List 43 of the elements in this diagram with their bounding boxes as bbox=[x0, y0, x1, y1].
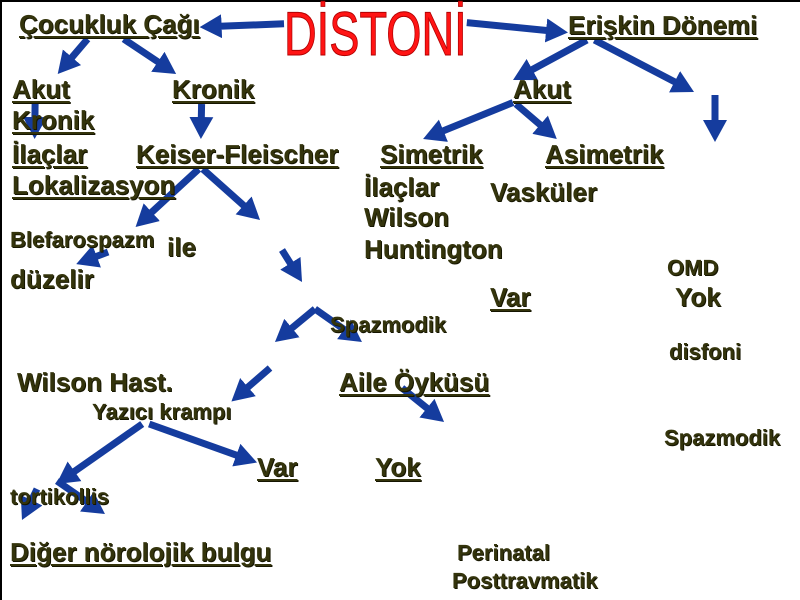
arrow bbox=[56, 421, 144, 484]
arrow bbox=[466, 18, 568, 42]
arrow bbox=[423, 99, 514, 142]
term-text: Perinatal bbox=[457, 540, 550, 565]
arrow bbox=[76, 245, 110, 268]
arrow bbox=[122, 36, 176, 74]
arrow bbox=[200, 166, 260, 220]
term-text: Vasküler bbox=[490, 177, 597, 207]
underlined-term: Erişkin Dönemi bbox=[568, 10, 758, 40]
underlined-term: İlaçlar bbox=[12, 139, 88, 169]
underlined-term: Kronik bbox=[172, 74, 254, 104]
underlined-term: Akut bbox=[12, 74, 70, 104]
underlined-term: Var bbox=[490, 282, 530, 312]
term-text: Yazıcı krampı bbox=[92, 399, 232, 424]
arrow bbox=[514, 101, 557, 139]
term-text: disfoni bbox=[669, 339, 742, 364]
arrow bbox=[148, 420, 258, 466]
arrow bbox=[189, 104, 214, 139]
term-text: ile bbox=[167, 232, 196, 262]
arrow bbox=[200, 14, 284, 38]
term-text: Yok bbox=[675, 282, 721, 312]
term-text: Wilson Hast. bbox=[17, 367, 173, 397]
term-text: OMD bbox=[667, 255, 718, 280]
underlined-term: Aile Öyküsü bbox=[339, 367, 490, 397]
term-text: Blefarospazm bbox=[10, 227, 154, 252]
underlined-term: Asimetrik bbox=[545, 139, 664, 169]
underlined-term: Diğer nörolojik bulgu bbox=[10, 537, 272, 567]
arrow bbox=[58, 36, 90, 74]
underlined-term: Keiser-Fleischer bbox=[136, 139, 338, 169]
underlined-term: Var bbox=[257, 452, 298, 482]
term-text: İlaçlar bbox=[364, 172, 440, 202]
underlined-term: Simetrik bbox=[380, 139, 483, 169]
underlined-term: Akut bbox=[513, 74, 571, 104]
underlined-term: Çocukluk Çağı bbox=[19, 9, 200, 39]
term-text: Wilson bbox=[364, 202, 449, 232]
arrow bbox=[231, 365, 272, 402]
term-text: Huntington bbox=[364, 234, 503, 264]
underlined-term: Yok bbox=[375, 452, 421, 482]
underlined-term: Lokalizasyon bbox=[12, 170, 176, 200]
term-text: düzelir bbox=[10, 264, 94, 294]
term-text: Posttravmatik bbox=[452, 568, 598, 593]
arrow bbox=[136, 166, 202, 228]
term-text: Spazmodik bbox=[664, 425, 780, 450]
